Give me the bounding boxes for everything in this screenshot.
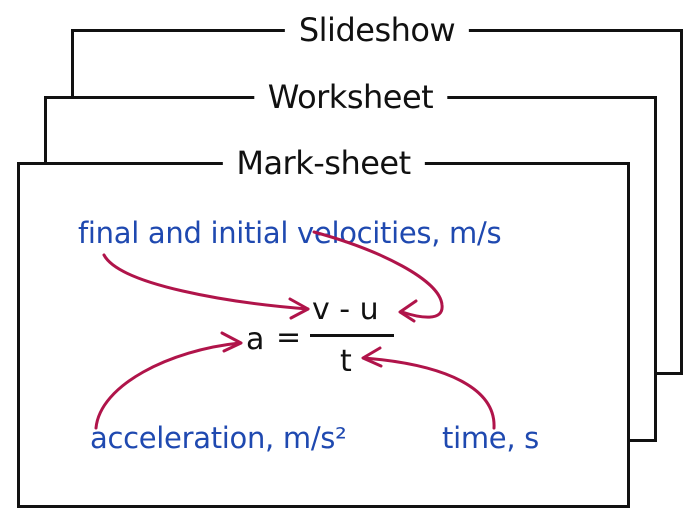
acceleration-label: acceleration, m/s² [90, 421, 347, 455]
formula-denominator: t [340, 344, 352, 379]
velocities-label: final and initial velocities, m/s [78, 216, 502, 250]
fraction-bar [310, 334, 394, 337]
formula-numerator: v - u [312, 292, 379, 327]
mark-sheet-frame: Mark-sheet [17, 145, 630, 508]
formula-equals: = [276, 320, 302, 355]
formula-lhs: a [246, 322, 265, 357]
mark-sheet-title: Mark-sheet [222, 145, 425, 181]
slideshow-title: Slideshow [284, 12, 470, 48]
time-label: time, s [442, 421, 539, 455]
worksheet-title: Worksheet [253, 79, 448, 115]
